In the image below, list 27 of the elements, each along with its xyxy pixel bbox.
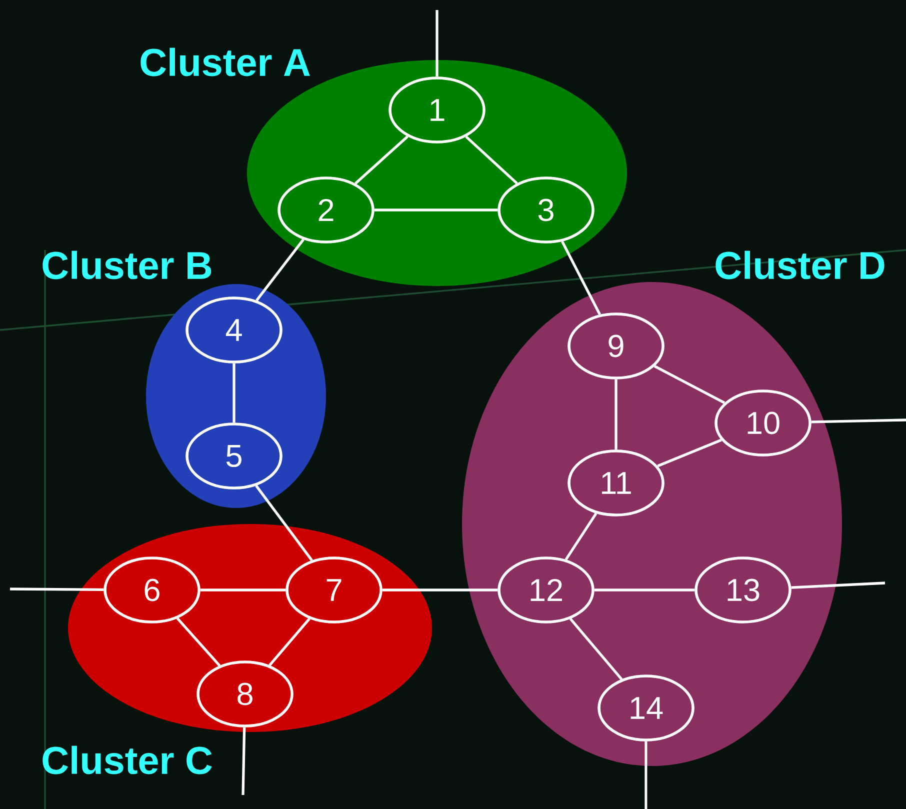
connector-line (436, 10, 438, 77)
connector-line (232, 363, 236, 423)
connector-line (354, 136, 408, 184)
connector-line (561, 240, 601, 316)
connector-line (644, 741, 648, 809)
connector-line (268, 618, 310, 666)
cluster-label: Cluster A (140, 48, 310, 76)
connector-line (382, 588, 498, 592)
connector-line (200, 588, 286, 592)
cluster-label: Cluster D (716, 250, 884, 280)
connector-line (374, 208, 498, 212)
connector-line (657, 438, 722, 468)
connector-line (176, 618, 221, 666)
cluster-label: Cluster B (42, 250, 212, 280)
connector-line (465, 136, 518, 184)
cluster-label: Cluster C (42, 746, 212, 774)
connector-line (255, 484, 313, 562)
connector-line (256, 238, 304, 302)
connector-line (569, 618, 623, 680)
connector-line (10, 588, 104, 591)
connector-line (242, 727, 246, 796)
connector-line (654, 365, 726, 404)
connector-line (614, 379, 618, 450)
connector-line (564, 512, 598, 560)
connector-line (594, 588, 695, 592)
connector-line (791, 582, 886, 589)
connector-line (811, 418, 906, 424)
